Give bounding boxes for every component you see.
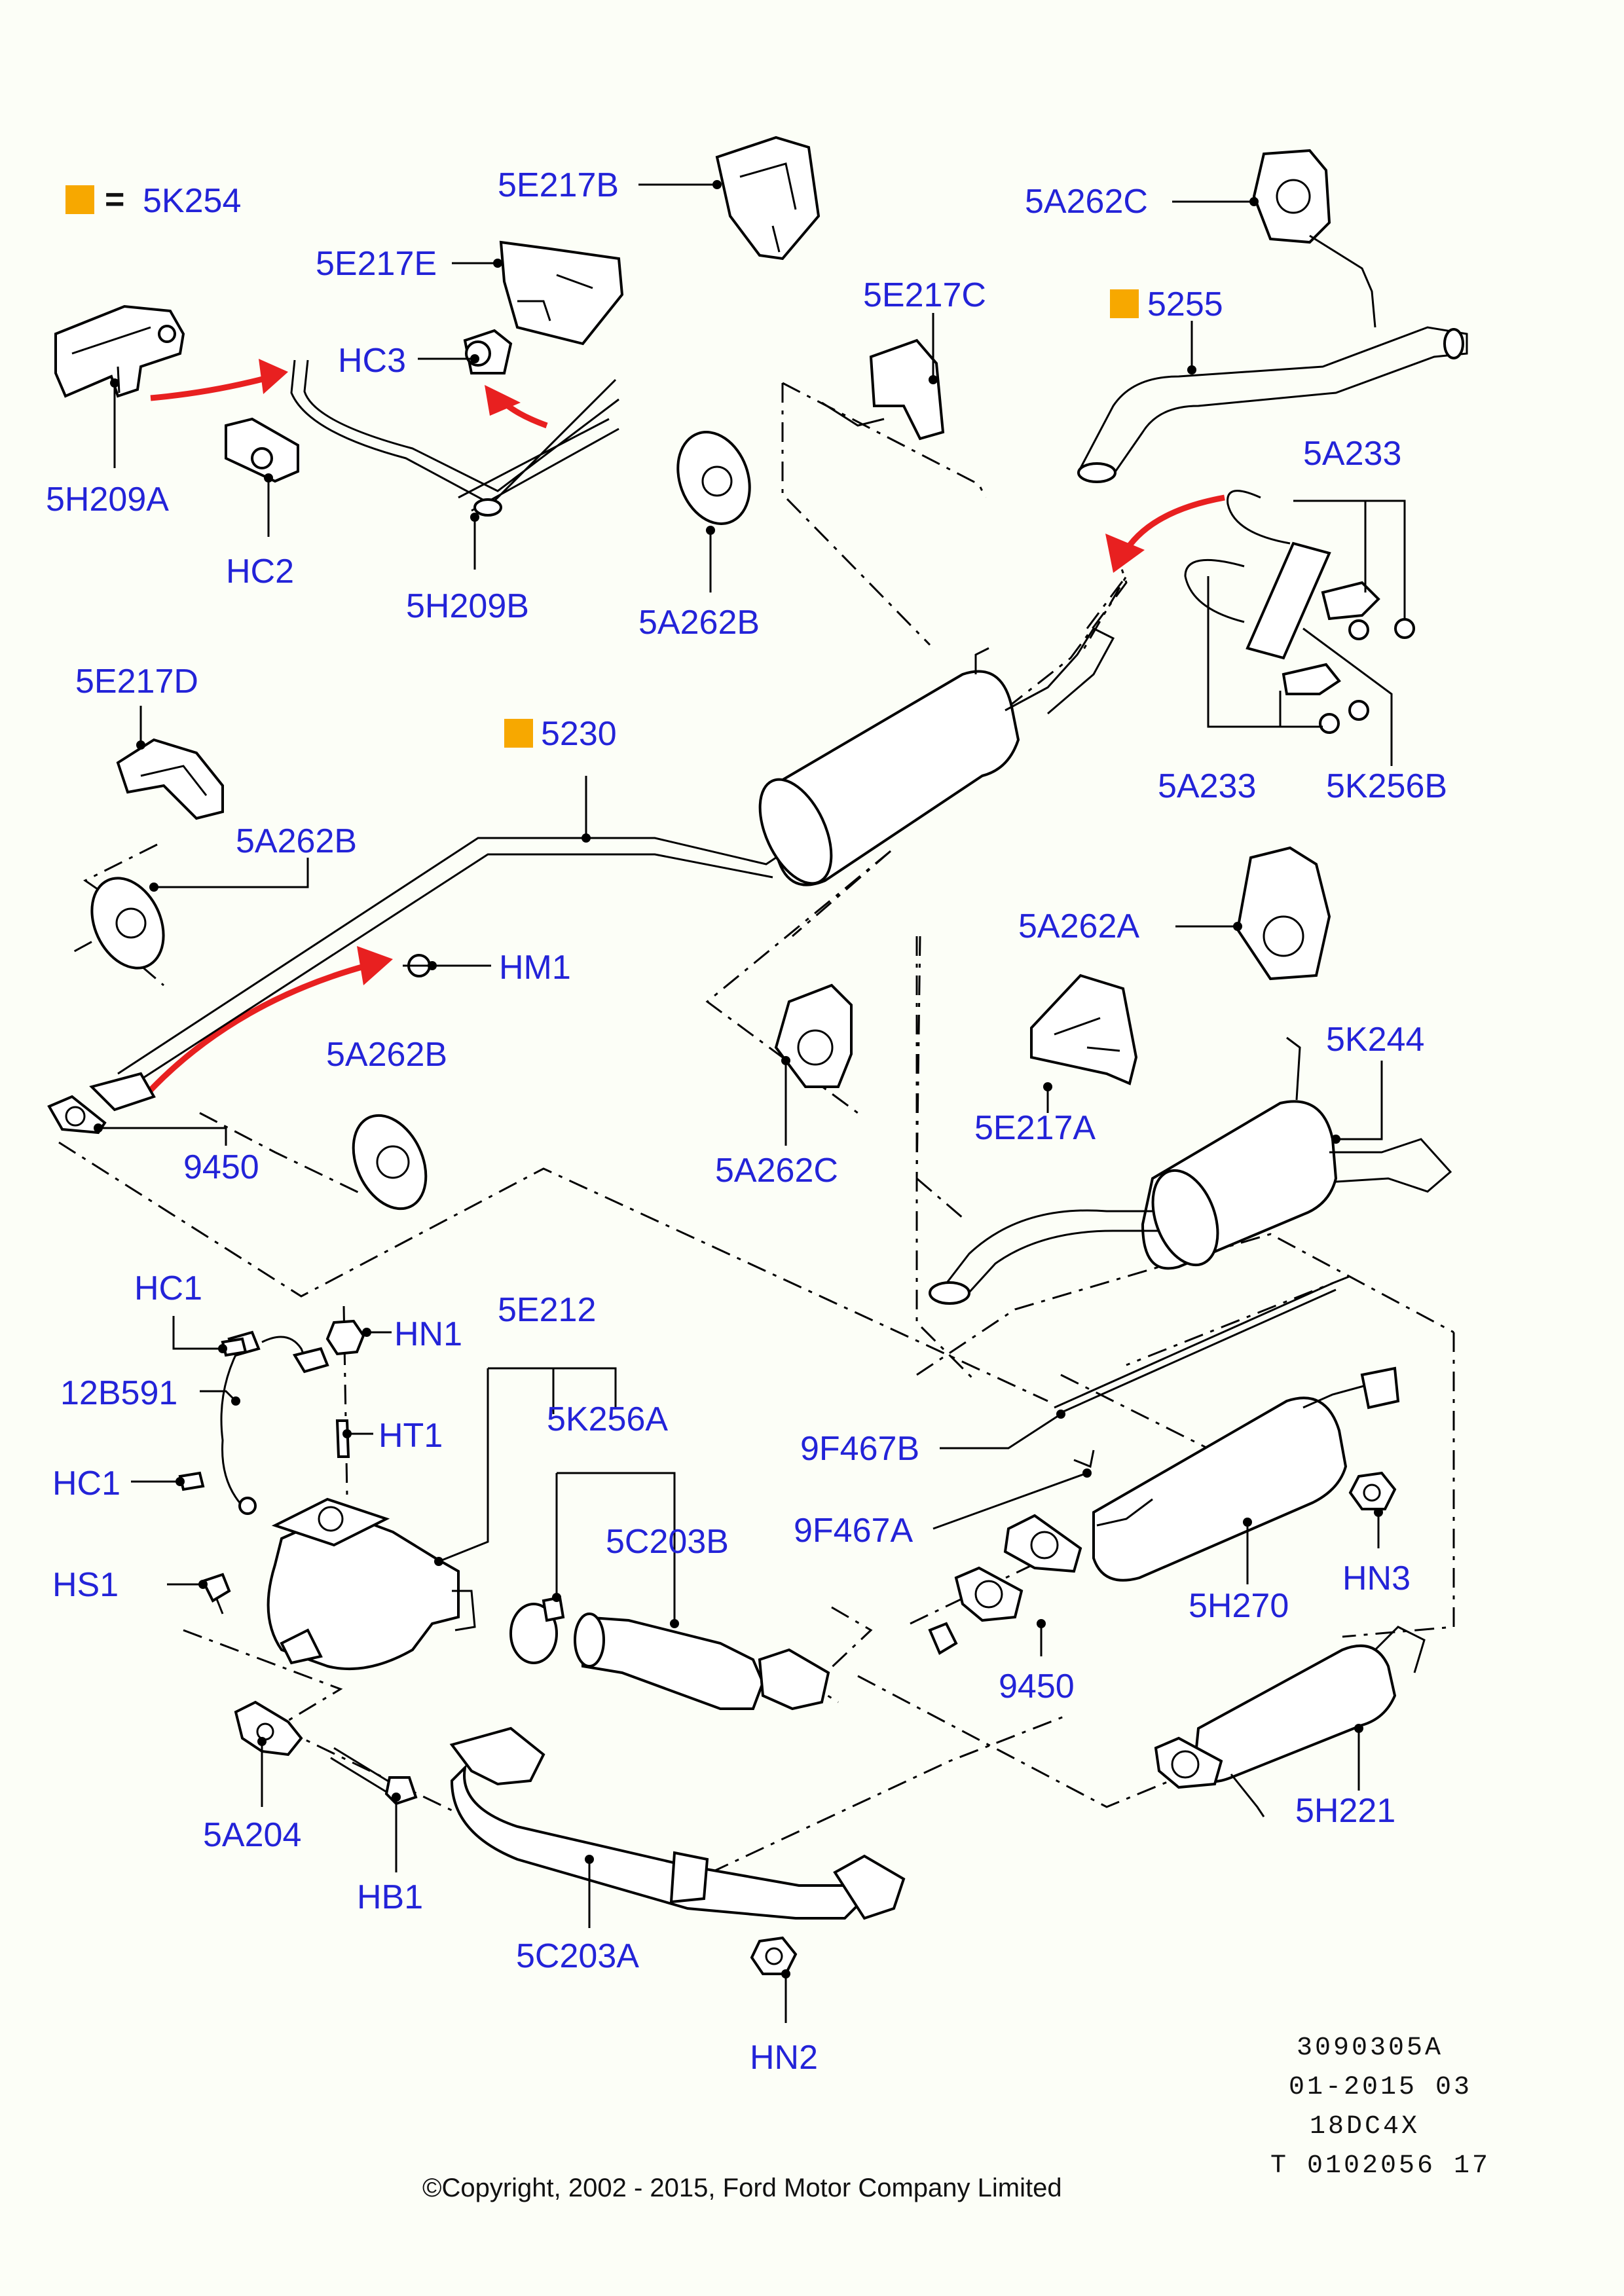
- label-5A233-top: 5A233: [1303, 435, 1401, 473]
- reference-line-1: 3090305A: [1297, 2033, 1443, 2063]
- reference-line-2: 01-2015 03: [1289, 2073, 1472, 2102]
- dpf-5H270-icon: [928, 1366, 1400, 1655]
- marker-5230: [504, 719, 533, 748]
- label-9F467A: 9F467A: [794, 1512, 913, 1550]
- bracket-5E217C-icon: [821, 338, 945, 441]
- label-5E217E: 5E217E: [316, 245, 437, 283]
- label-5A262A: 5A262A: [1018, 907, 1139, 945]
- label-5E217A: 5E217A: [974, 1109, 1096, 1147]
- front-pipe-5C203A-icon: [449, 1726, 906, 1920]
- label-HM1: HM1: [499, 949, 571, 987]
- label-5C203B: 5C203B: [606, 1523, 729, 1561]
- label-5H209A: 5H209A: [46, 481, 169, 519]
- parts-art: [47, 136, 1468, 1975]
- bracket-5H209A-icon: [54, 304, 185, 398]
- label-5C203A: 5C203A: [516, 1937, 639, 1975]
- label-5K244: 5K244: [1326, 1021, 1424, 1059]
- rubber-mount-5A262B-top-icon: [676, 431, 751, 525]
- label-HC1-top: HC1: [134, 1269, 202, 1307]
- clip-HC1-icon: [178, 1337, 248, 1491]
- rear-muffler-5K244-icon: [929, 1036, 1452, 1305]
- label-5A262B-left: 5A262B: [236, 822, 357, 860]
- reference-block: 3090305A 01-2015 03 18DC4X T 0102056 17: [1270, 2033, 1490, 2181]
- clamp-5K256A-icon: [509, 1595, 565, 1664]
- leader-lines: [98, 183, 1406, 2023]
- label-HB1: HB1: [357, 1878, 423, 1916]
- sensor-12B591-icon: [220, 1330, 329, 1515]
- clip-HC2-icon: [225, 417, 299, 483]
- label-HT1: HT1: [378, 1417, 443, 1455]
- label-5H221: 5H221: [1295, 1792, 1395, 1830]
- label-5255: 5255: [1147, 285, 1223, 323]
- bolt-HS1-icon: [201, 1573, 231, 1614]
- leader-dots: [94, 180, 1383, 1978]
- u-clamps-5A233-icon: [1184, 490, 1415, 734]
- label-HS1: HS1: [52, 1566, 119, 1604]
- label-5A262C-top: 5A262C: [1025, 183, 1148, 221]
- red-direction-arrows: [148, 359, 1225, 1093]
- bracket-5E217D-icon: [116, 738, 224, 820]
- catalyst-5E212-icon: [267, 1497, 476, 1671]
- rubber-mount-5A262A-icon: [1236, 846, 1331, 981]
- intermediate-pipe-5230-icon: [117, 627, 1115, 1091]
- label-5A262C-mid: 5A262C: [715, 1152, 838, 1190]
- reference-line-4: T 0102056 17: [1270, 2151, 1490, 2181]
- nut-HM1-icon: [403, 954, 432, 977]
- legend-swatch: [65, 185, 94, 214]
- label-9F467B: 9F467B: [800, 1430, 919, 1468]
- nut-HN3-icon: [1348, 1471, 1397, 1510]
- label-HC2: HC2: [226, 553, 294, 591]
- label-12B591: 12B591: [60, 1374, 177, 1412]
- nut-HN2-icon: [750, 1936, 798, 1975]
- hanger-rod-5H209B-icon: [290, 359, 619, 517]
- bolt-HB1-icon: [330, 1747, 418, 1806]
- label-5E212: 5E212: [498, 1291, 596, 1329]
- bracket-5E217A-icon: [1030, 974, 1138, 1085]
- legend-code: 5K254: [143, 182, 241, 220]
- label-5K256B: 5K256B: [1326, 767, 1447, 805]
- reference-line-3: 18DC4X: [1310, 2112, 1420, 2141]
- label-5230: 5230: [541, 715, 617, 753]
- label-5E217B: 5E217B: [498, 166, 619, 204]
- label-5K256A: 5K256A: [547, 1400, 668, 1438]
- label-9450-left: 9450: [183, 1148, 259, 1186]
- copyright-notice: ©Copyright, 2002 - 2015, Ford Motor Comp…: [422, 2174, 1062, 2202]
- rubber-mount-5A262B-mid-icon: [352, 1114, 428, 1211]
- label-HC3: HC3: [338, 342, 406, 380]
- legend: = 5K254: [65, 181, 241, 220]
- marker-5255: [1110, 289, 1139, 318]
- label-5A233-bottom: 5A233: [1158, 767, 1256, 805]
- label-5H270: 5H270: [1189, 1587, 1289, 1625]
- tailpipe-5255-icon: [1077, 326, 1468, 483]
- label-HN1: HN1: [394, 1315, 462, 1353]
- label-5E217D: 5E217D: [75, 663, 198, 701]
- label-9450-right: 9450: [999, 1667, 1075, 1705]
- bracket-5E217E-icon: [499, 240, 624, 346]
- label-5E217C: 5E217C: [863, 276, 986, 314]
- label-HC1-bottom: HC1: [52, 1465, 120, 1503]
- rod-9F467B-icon: [1054, 1282, 1337, 1415]
- label-HN2: HN2: [750, 2039, 818, 2077]
- rubber-mount-5A262B-left-icon: [90, 877, 165, 970]
- gasket-9450-left-icon: [47, 1072, 156, 1135]
- rubber-mount-5A262C-top-icon: [1252, 149, 1376, 328]
- bracket-5A204-icon: [234, 1700, 303, 1757]
- label-5A262B-top: 5A262B: [638, 604, 760, 642]
- pipe-5C203B-icon: [574, 1613, 830, 1711]
- label-5A204: 5A204: [203, 1816, 301, 1854]
- legend-equals: =: [105, 181, 124, 219]
- bracket-5E217B-icon: [715, 136, 821, 261]
- converter-5H221-icon: [1154, 1626, 1426, 1817]
- clip-HC3-icon: [463, 329, 513, 374]
- rubber-mount-5A262C-mid-icon: [774, 983, 853, 1088]
- label-5H209B: 5H209B: [406, 587, 529, 625]
- label-HN3: HN3: [1342, 1559, 1411, 1597]
- label-5A262B-mid: 5A262B: [326, 1036, 447, 1074]
- part-labels: 5E217B 5A262C 5E217E 5E217C 5255 HC3 5H2…: [46, 166, 1447, 2077]
